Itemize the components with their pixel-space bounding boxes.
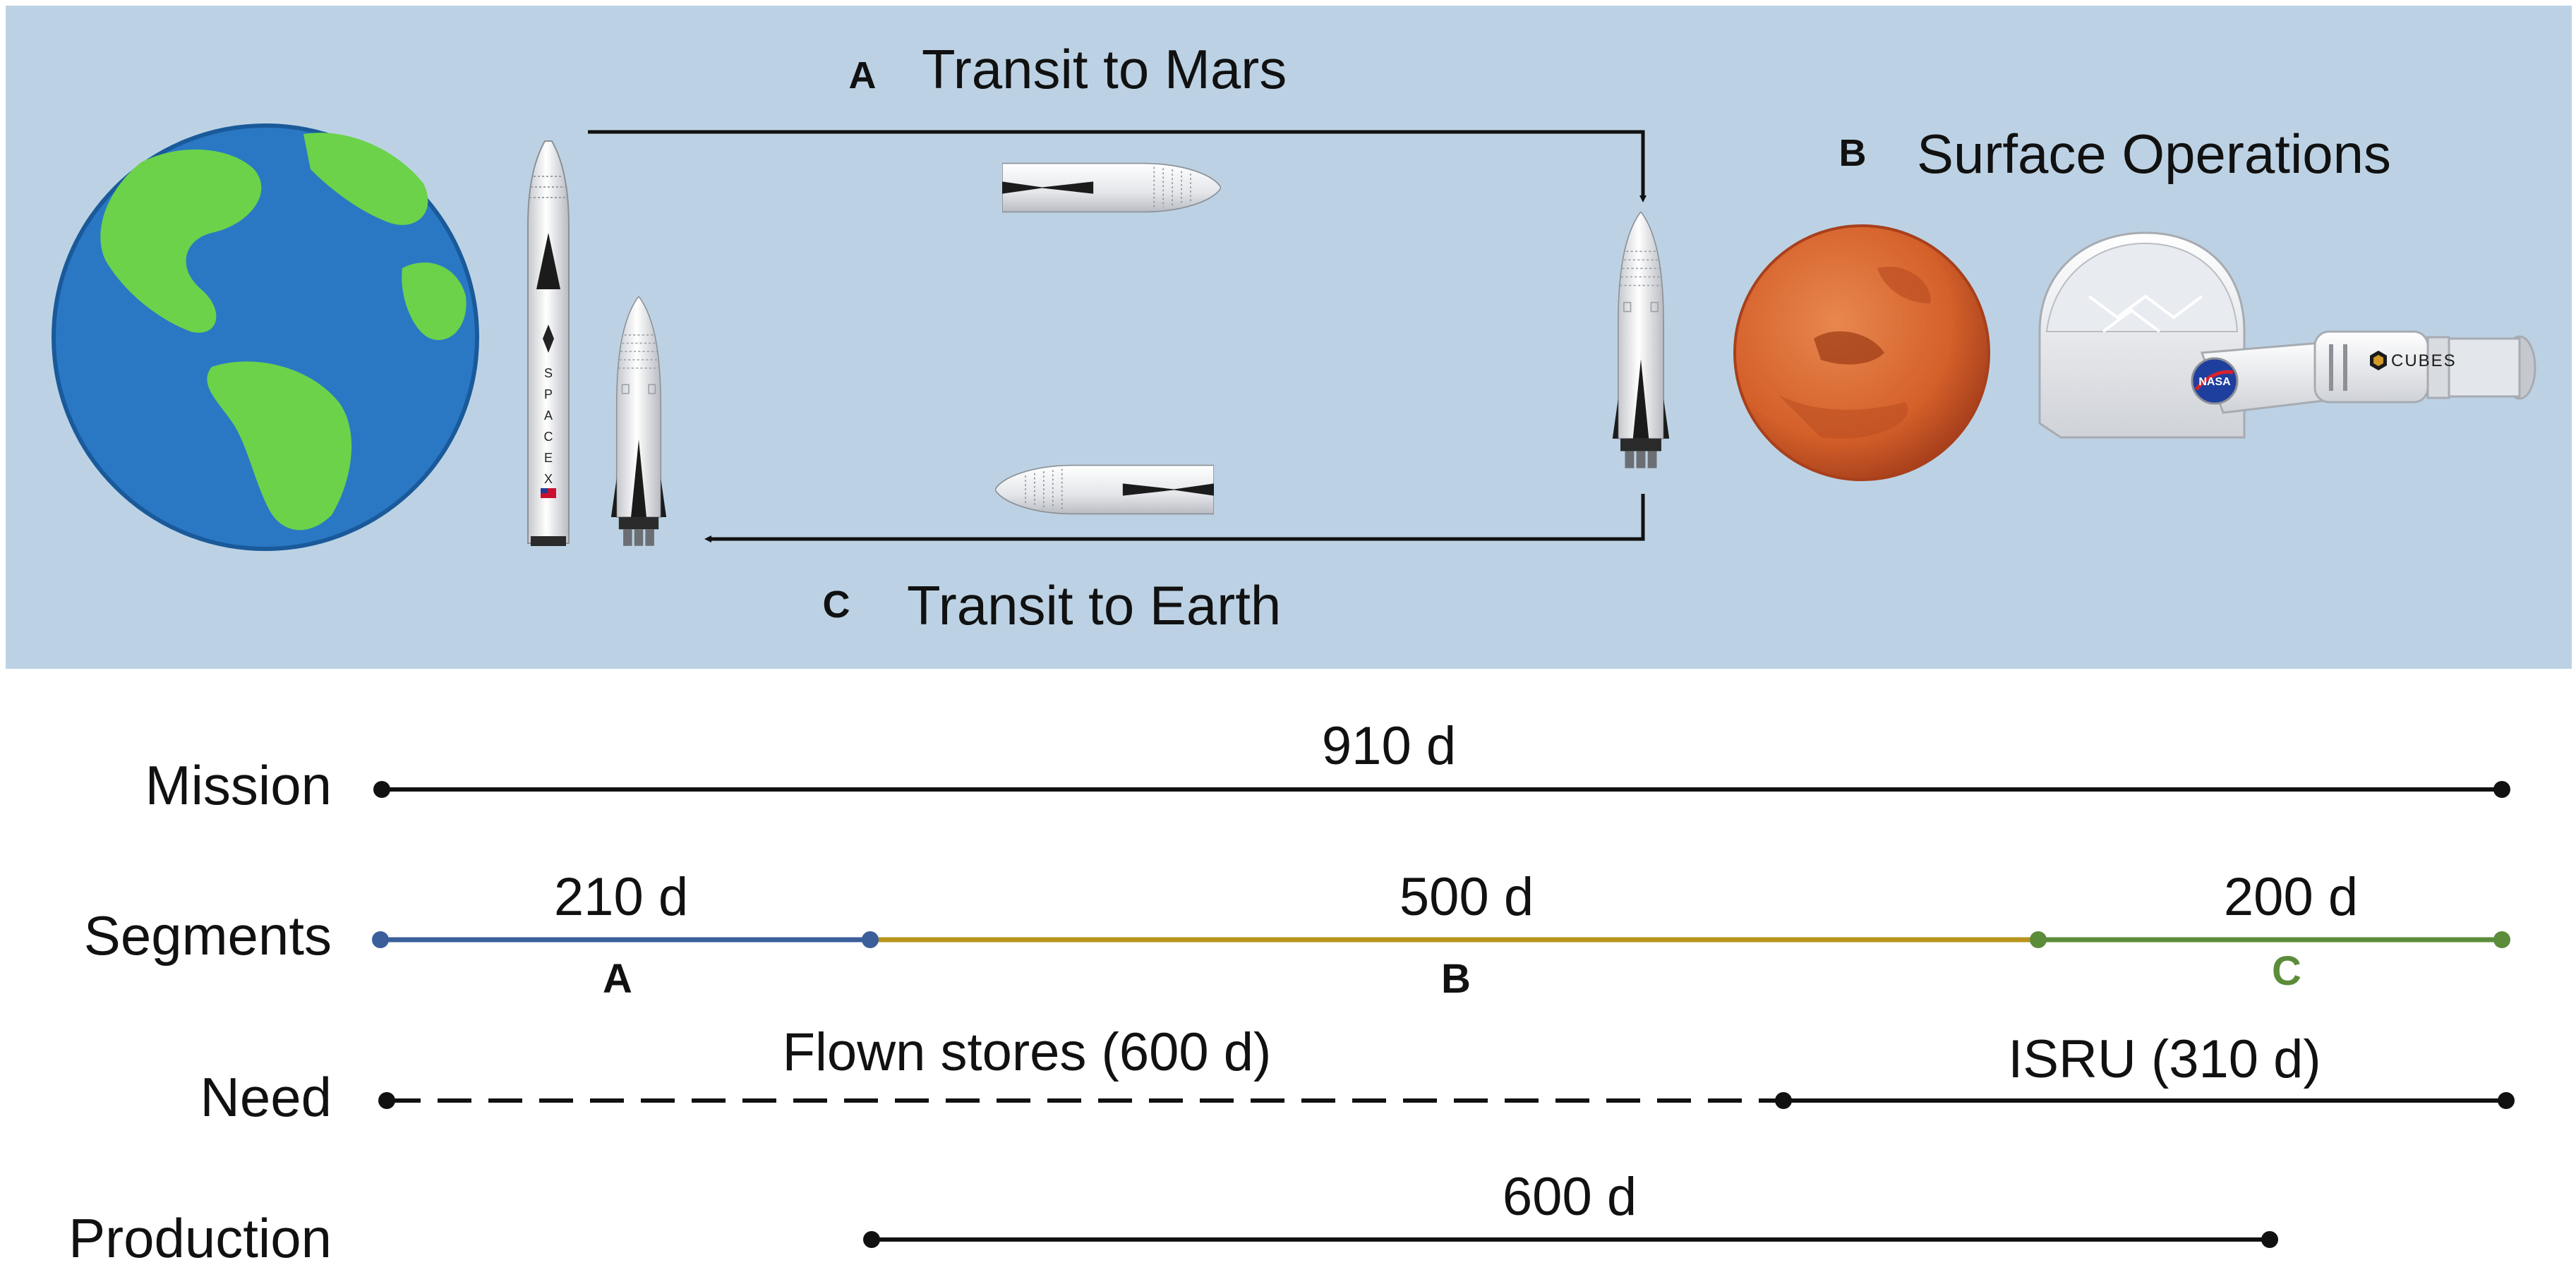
phase-b-letter: B (1839, 132, 1867, 174)
phase-c-label: Transit to Earth (907, 574, 1281, 636)
spacex-letter: S (544, 366, 553, 380)
need-isru-bar (1775, 1092, 2515, 1109)
earth-icon (52, 123, 479, 551)
spacex-letter: E (544, 451, 553, 465)
segment-c-duration: 200 d (2224, 867, 2358, 927)
transit-to-mars-arrow (588, 130, 1647, 202)
need-flown-stores-bar (378, 1092, 1783, 1109)
phase-a-letter: A (849, 54, 877, 97)
starship-transit-mars-icon (1002, 162, 1221, 213)
segment-b-letter: B (1441, 956, 1471, 1002)
segment-b-bar (862, 931, 2038, 948)
spacex-letter: X (544, 472, 553, 486)
segment-a-duration: 210 d (554, 867, 688, 927)
row-label-segments: Segments (84, 904, 332, 967)
spacex-letter: C (544, 430, 553, 444)
segment-c-bar (2030, 931, 2510, 948)
segment-c-letter: C (2272, 948, 2301, 994)
segment-a-letter: A (603, 956, 632, 1002)
spacex-letter: A (544, 408, 553, 423)
mission-bar (373, 781, 2510, 798)
habitat-icon: NASA CUBES (2038, 231, 2536, 439)
need-flown-stores-label: Flown stores (600 d) (783, 1022, 1272, 1082)
mars-icon (1733, 224, 1990, 481)
spacex-letter: P (544, 387, 553, 401)
segment-b-duration: 500 d (1400, 867, 1534, 927)
row-label-need: Need (200, 1066, 332, 1128)
row-label-mission: Mission (145, 754, 332, 816)
phase-c-letter: C (823, 583, 850, 626)
spacex-launch-vehicle-icon: S P A C E X (527, 140, 570, 546)
starship-transit-earth-icon (995, 464, 1214, 515)
cubes-logo-text: CUBES (2391, 351, 2457, 370)
nasa-logo-icon (2191, 357, 2239, 405)
production-duration-label: 600 d (1503, 1167, 1637, 1227)
phase-b-label: Surface Operations (1917, 123, 2391, 185)
row-label-production: Production (68, 1207, 332, 1269)
transit-to-earth-arrow (704, 494, 1645, 543)
mission-duration-label: 910 d (1322, 716, 1456, 776)
phase-a-label: Transit to Mars (922, 38, 1287, 100)
segment-a-bar (372, 931, 870, 948)
need-isru-label: ISRU (310 d) (2008, 1029, 2321, 1089)
nasa-logo-text: NASA (2198, 376, 2231, 388)
production-bar (863, 1231, 2278, 1248)
